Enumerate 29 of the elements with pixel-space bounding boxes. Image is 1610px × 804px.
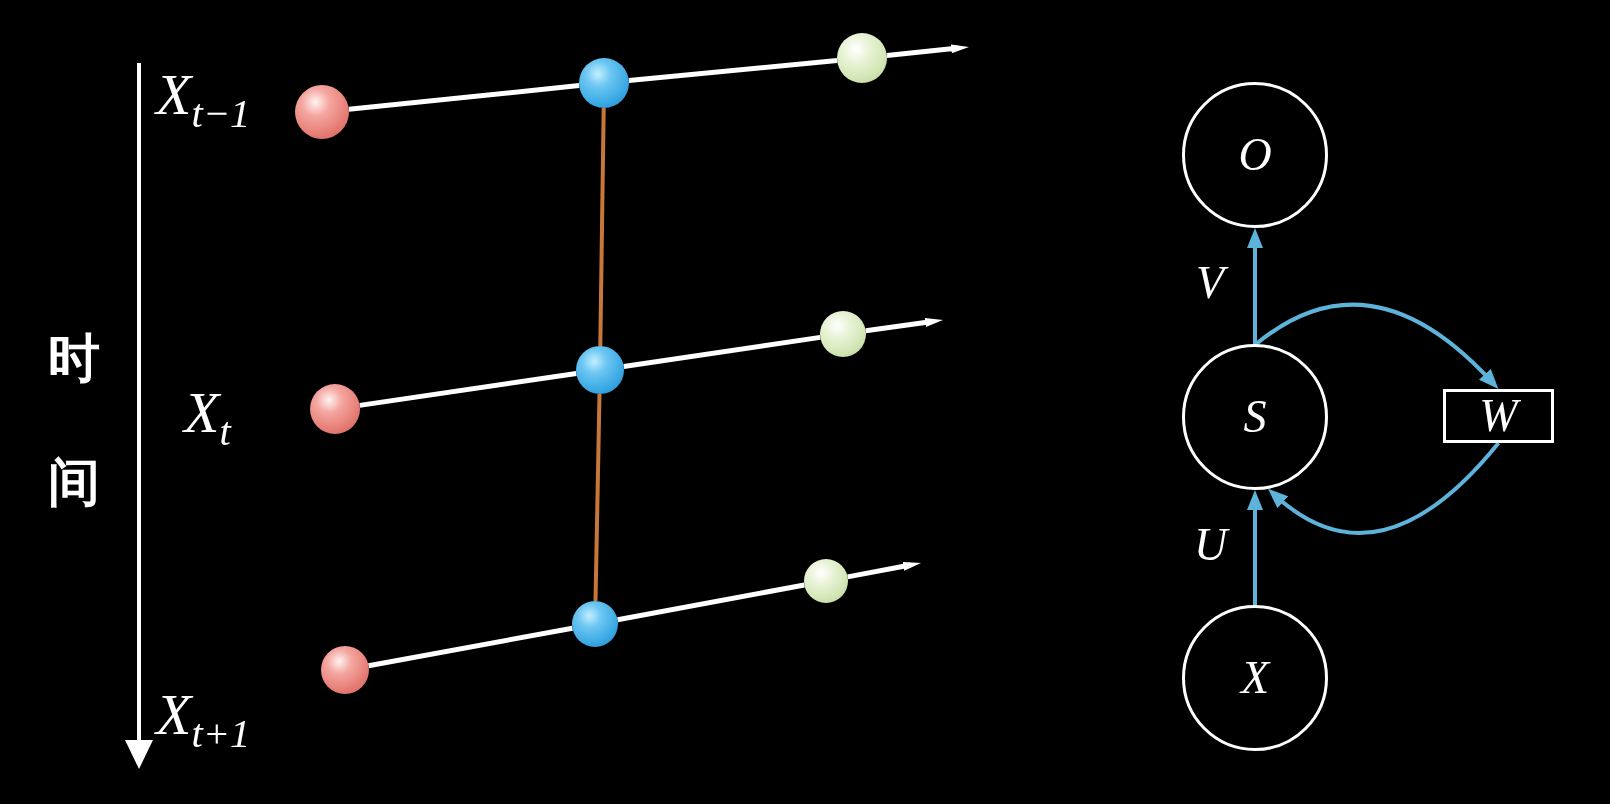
circle-node: X bbox=[1182, 605, 1328, 751]
curved-arrow bbox=[1267, 441, 1500, 535]
sphere bbox=[295, 85, 349, 139]
sphere bbox=[579, 58, 629, 108]
arrow bbox=[865, 318, 943, 334]
sphere bbox=[804, 559, 848, 603]
connector-line bbox=[628, 57, 838, 84]
sphere bbox=[321, 646, 369, 694]
arrow bbox=[1247, 490, 1263, 605]
sphere bbox=[310, 384, 360, 434]
sphere bbox=[837, 33, 887, 83]
arrow bbox=[847, 561, 921, 580]
connector-line bbox=[617, 582, 805, 623]
circle-node: O bbox=[1182, 82, 1328, 228]
circle-node: S bbox=[1182, 344, 1328, 490]
connector-line bbox=[359, 371, 577, 408]
connector-line bbox=[623, 334, 821, 369]
rect-node: W bbox=[1443, 389, 1554, 443]
arrow bbox=[1247, 228, 1263, 344]
sphere bbox=[572, 601, 618, 647]
connector-line bbox=[368, 625, 573, 669]
sphere bbox=[576, 346, 624, 394]
connector-line bbox=[348, 83, 580, 112]
axis-label: 时间 bbox=[48, 327, 100, 514]
connector-line bbox=[598, 107, 606, 347]
curved-arrow bbox=[1255, 302, 1499, 389]
connector-line bbox=[593, 393, 602, 602]
arrow bbox=[886, 44, 970, 58]
sphere bbox=[820, 311, 866, 357]
